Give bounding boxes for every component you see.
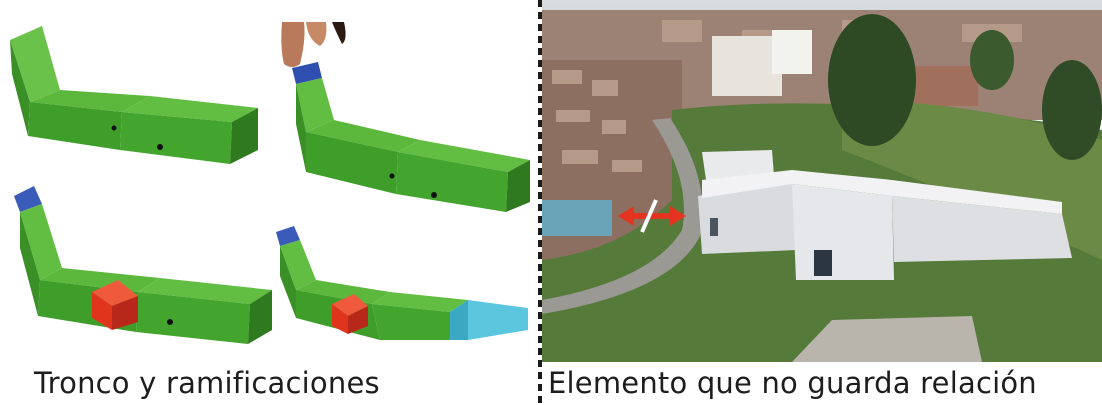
model-branch-red: [14, 186, 272, 344]
caption-unrelated-element: Elemento que no guarda relación: [548, 366, 1037, 400]
dashed-divider: [538, 0, 542, 405]
model-trunk-2: [281, 22, 530, 212]
caption-trunk: Tronco y ramificaciones: [34, 366, 380, 400]
model-trunk-1: [10, 26, 258, 164]
relation-arrow-icon: [618, 199, 686, 233]
aerial-photo: [542, 0, 1102, 362]
models-panel: [0, 0, 536, 362]
model-branch-extension: [276, 226, 528, 340]
